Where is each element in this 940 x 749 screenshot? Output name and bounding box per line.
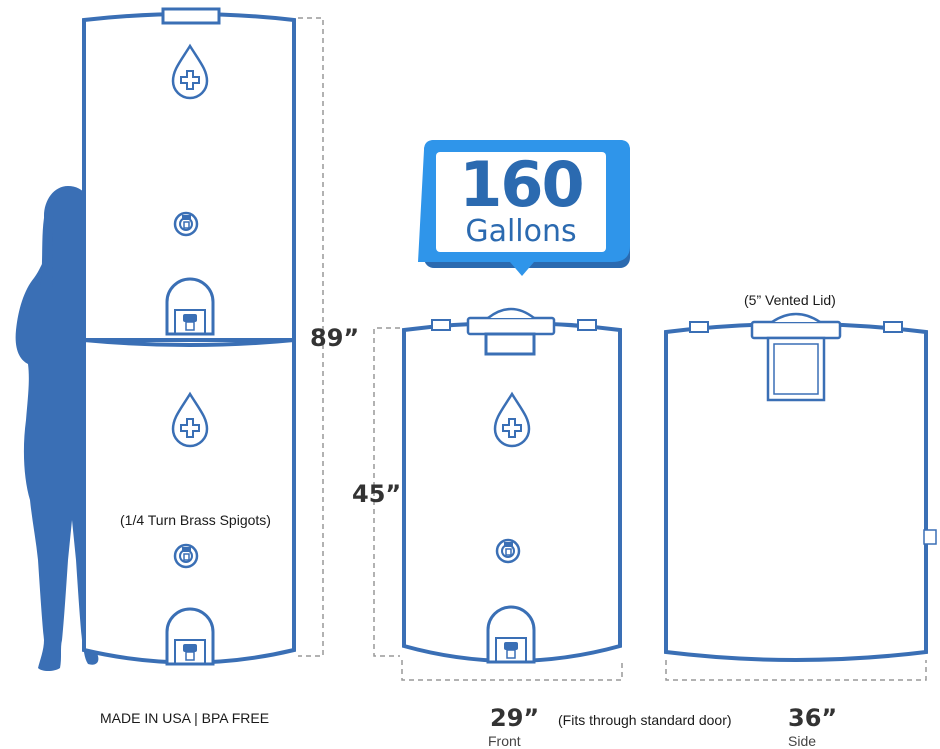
made-in-usa-label: MADE IN USA | BPA FREE xyxy=(100,710,270,726)
spigot-icon xyxy=(495,538,521,564)
capacity-number: 160 xyxy=(459,148,584,221)
front-label: Front xyxy=(488,733,521,749)
capacity-callout xyxy=(418,140,630,276)
capacity-unit: Gallons xyxy=(465,214,577,249)
stacked-tank-lower xyxy=(82,337,296,665)
spigot-icon xyxy=(173,211,199,237)
front-width-dimension: 29” xyxy=(490,704,540,732)
side-label: Side xyxy=(788,733,817,749)
woman-hair xyxy=(40,208,54,290)
spigot-guard-icon xyxy=(165,277,215,336)
dimension-line-front-width xyxy=(401,660,623,681)
vented-lid-label: (5” Vented Lid) xyxy=(744,292,836,308)
single-height-dimension: 45” xyxy=(352,480,402,508)
dimension-line-side-width xyxy=(665,660,927,681)
stacked-tank-upper xyxy=(82,7,296,342)
side-width-dimension: 36” xyxy=(788,704,838,732)
spigot-guard-icon xyxy=(165,607,215,666)
side-tank xyxy=(664,312,937,662)
spigot-guard-icon xyxy=(486,605,536,664)
dimension-line-single-height xyxy=(373,327,400,657)
spigot-icon xyxy=(173,543,199,569)
spigots-label: (1/4 Turn Brass Spigots) xyxy=(120,512,271,528)
front-tank xyxy=(402,307,622,663)
stacked-height-dimension: 89” xyxy=(310,324,360,352)
dimension-line-stacked-height xyxy=(298,17,324,657)
fits-door-label: (Fits through standard door) xyxy=(558,712,732,728)
